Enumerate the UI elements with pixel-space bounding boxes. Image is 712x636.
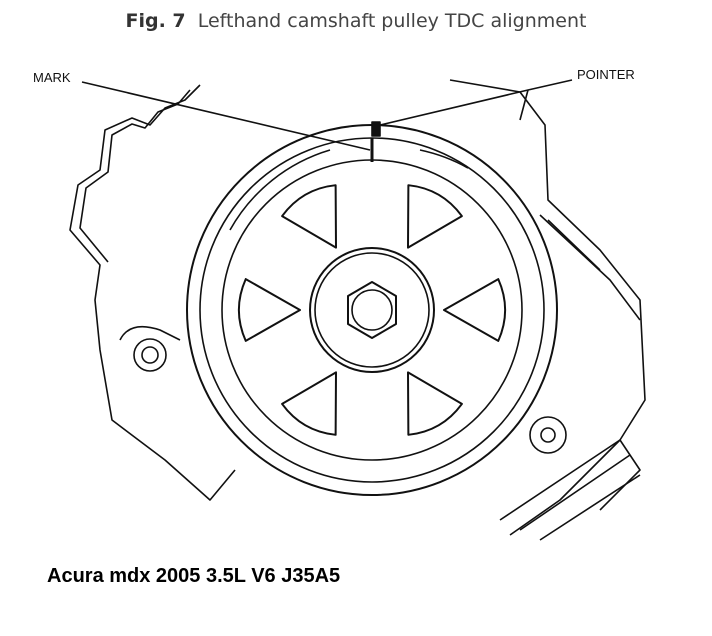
figure-title: Fig. 7 Lefthand camshaft pulley TDC alig… xyxy=(0,10,712,32)
alignment-marks xyxy=(81,79,573,162)
pointer-leader-line xyxy=(379,79,573,126)
engine-housing xyxy=(69,79,646,541)
caption: Acura mdx 2005 3.5L V6 J35A5 xyxy=(47,565,341,587)
pulley-window xyxy=(407,184,463,249)
pulley-window xyxy=(407,371,463,436)
camshaft-pulley xyxy=(186,124,558,496)
pulley-window xyxy=(443,278,507,342)
figure-number: Fig. 7 xyxy=(125,10,186,32)
pulley-window xyxy=(281,184,337,249)
hex-nut xyxy=(347,281,397,339)
pointer-tab xyxy=(371,121,381,137)
mark-label: MARK xyxy=(33,70,71,85)
figure-title-text: Lefthand camshaft pulley TDC alignment xyxy=(197,10,587,32)
pulley-window xyxy=(281,371,337,436)
pointer-label: POINTER xyxy=(577,67,635,82)
pulley-windows xyxy=(237,184,507,436)
mark-leader-line xyxy=(81,81,371,151)
pulley-window xyxy=(237,278,301,342)
